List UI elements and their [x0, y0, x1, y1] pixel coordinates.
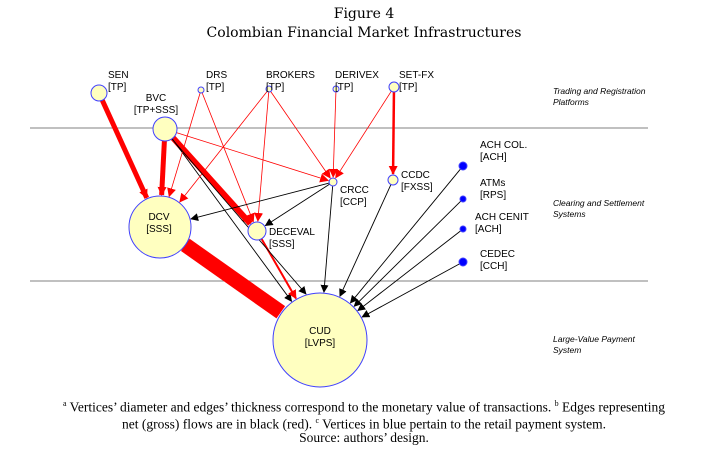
caption-source: Source: authors’ design. — [299, 430, 429, 445]
edge-sen-to-dcv — [100, 99, 150, 199]
edge-achcol-to-cud — [349, 168, 461, 304]
node-achcenit: ACH CENIT[ACH] — [459, 212, 529, 235]
node-name: CEDEC — [480, 249, 515, 260]
edge-brokers-to-dcv — [179, 91, 268, 203]
edge-bvc-to-deceval — [170, 135, 253, 226]
node-name: CRCC — [340, 185, 369, 196]
node-deceval: DECEVAL[SSS] — [247, 221, 315, 250]
node-name: ACH CENIT — [475, 212, 529, 223]
node-type: [ACH] — [475, 224, 502, 235]
node-name: ACH COL. — [480, 140, 527, 151]
node-type: [SSS] — [269, 239, 295, 250]
edge-cedec-to-cud — [361, 263, 460, 318]
node-circle — [332, 85, 340, 93]
node-name: DRS — [206, 70, 227, 81]
edge-bvc-to-dcv — [157, 140, 167, 196]
layer-label-lv: Large-Value Payment — [553, 334, 636, 344]
layer-label-tp: Platforms — [553, 97, 590, 107]
node-type: [TP+SSS] — [134, 105, 178, 116]
node-name: ATMs — [480, 178, 505, 189]
node-drs: DRS[TP] — [197, 70, 227, 94]
node-type: [CCP] — [340, 197, 367, 208]
node-cud: CUD[LVPS] — [272, 292, 368, 388]
edge-crcc-to-deceval — [264, 183, 330, 227]
node-circle — [272, 292, 368, 388]
edge-brokers-to-crcc — [270, 91, 331, 179]
node-name: BVC — [146, 93, 167, 104]
edge-atms-to-cud — [353, 200, 462, 307]
node-achcol: ACH COL.[ACH] — [458, 140, 527, 171]
node-circle — [328, 177, 338, 187]
edge-drs-to-deceval — [201, 92, 255, 223]
figure-subtitle: Colombian Financial Market Infrastructur… — [206, 25, 522, 41]
node-name: SEN — [108, 70, 129, 81]
node-brokers: BROKERS[TP] — [265, 70, 315, 93]
node-name: DECEVAL — [269, 227, 315, 238]
layer-label-tp: Trading and Registration — [553, 86, 646, 96]
node-ccdc: CCDC[FXSS] — [387, 170, 433, 193]
edge-achcenit-to-cud — [357, 230, 461, 312]
node-type: [TP] — [206, 82, 225, 93]
edge-ccdc-to-cud — [339, 184, 392, 298]
figure-title: Figure 4 — [333, 6, 395, 22]
layer-label-lv: System — [553, 345, 581, 355]
node-circle — [247, 221, 267, 241]
node-circle — [90, 84, 108, 102]
node-cedec: CEDEC[CCH] — [458, 249, 515, 272]
node-name: CCDC — [401, 170, 430, 181]
node-crcc: CRCC[CCP] — [328, 177, 369, 208]
layer-label-cs: Clearing and Settlement — [553, 198, 645, 208]
node-setfx: SET-FX[TP] — [388, 70, 434, 93]
node-type: [TP] — [108, 82, 127, 93]
node-type: [SSS] — [146, 224, 172, 235]
node-atms: ATMs[RPS] — [459, 178, 506, 203]
edge-crcc-to-cud — [320, 185, 334, 293]
caption-line-2: net (gross) flows are in black (red). c … — [122, 416, 606, 432]
node-name: BROKERS — [266, 70, 315, 81]
node-bvc: BVC[TP+SSS] — [134, 93, 178, 142]
edge-bvc-to-cud — [171, 138, 293, 302]
node-name: SET-FX — [399, 70, 434, 81]
node-circle — [387, 174, 399, 186]
edge-brokers-to-deceval — [254, 91, 270, 222]
edge-bvc-to-cud-2 — [171, 138, 307, 295]
node-name: DCV — [148, 212, 169, 223]
edge-bvc-to-crcc — [176, 132, 330, 183]
node-type: [FXSS] — [401, 182, 433, 193]
node-name: DERIVEX — [335, 70, 379, 81]
node-type: [LVPS] — [305, 338, 336, 349]
node-circle — [152, 116, 178, 142]
node-sen: SEN[TP] — [90, 70, 129, 102]
node-type: [CCH] — [480, 261, 507, 272]
caption-line-1: a Vertices’ diameter and edges’ thicknes… — [62, 399, 666, 415]
edge-crcc-to-dcv — [190, 182, 330, 222]
node-type: [TP] — [399, 82, 418, 93]
node-circle — [197, 86, 205, 94]
edge-setfx-to-ccdc — [388, 91, 398, 175]
node-circle — [459, 225, 467, 233]
node-type: [TP] — [266, 82, 285, 93]
node-dcv: DCV[SSS] — [128, 195, 192, 259]
node-type: [TP] — [335, 82, 354, 93]
node-circle — [128, 195, 192, 259]
edge-dcv-to-cud — [180, 238, 286, 319]
node-circle — [458, 257, 468, 267]
node-circle — [265, 85, 273, 93]
edge-setfx-to-crcc — [335, 90, 392, 179]
node-circle — [459, 195, 467, 203]
edge-derivex-to-crcc — [328, 91, 338, 178]
node-type: [ACH] — [480, 152, 507, 163]
node-circle — [458, 161, 468, 171]
node-circle — [388, 81, 400, 93]
node-type: [RPS] — [480, 190, 506, 201]
edge-drs-to-dcv — [167, 92, 201, 198]
node-derivex: DERIVEX[TP] — [332, 70, 379, 93]
node-name: CUD — [309, 326, 331, 337]
layer-label-cs: Systems — [553, 209, 586, 219]
